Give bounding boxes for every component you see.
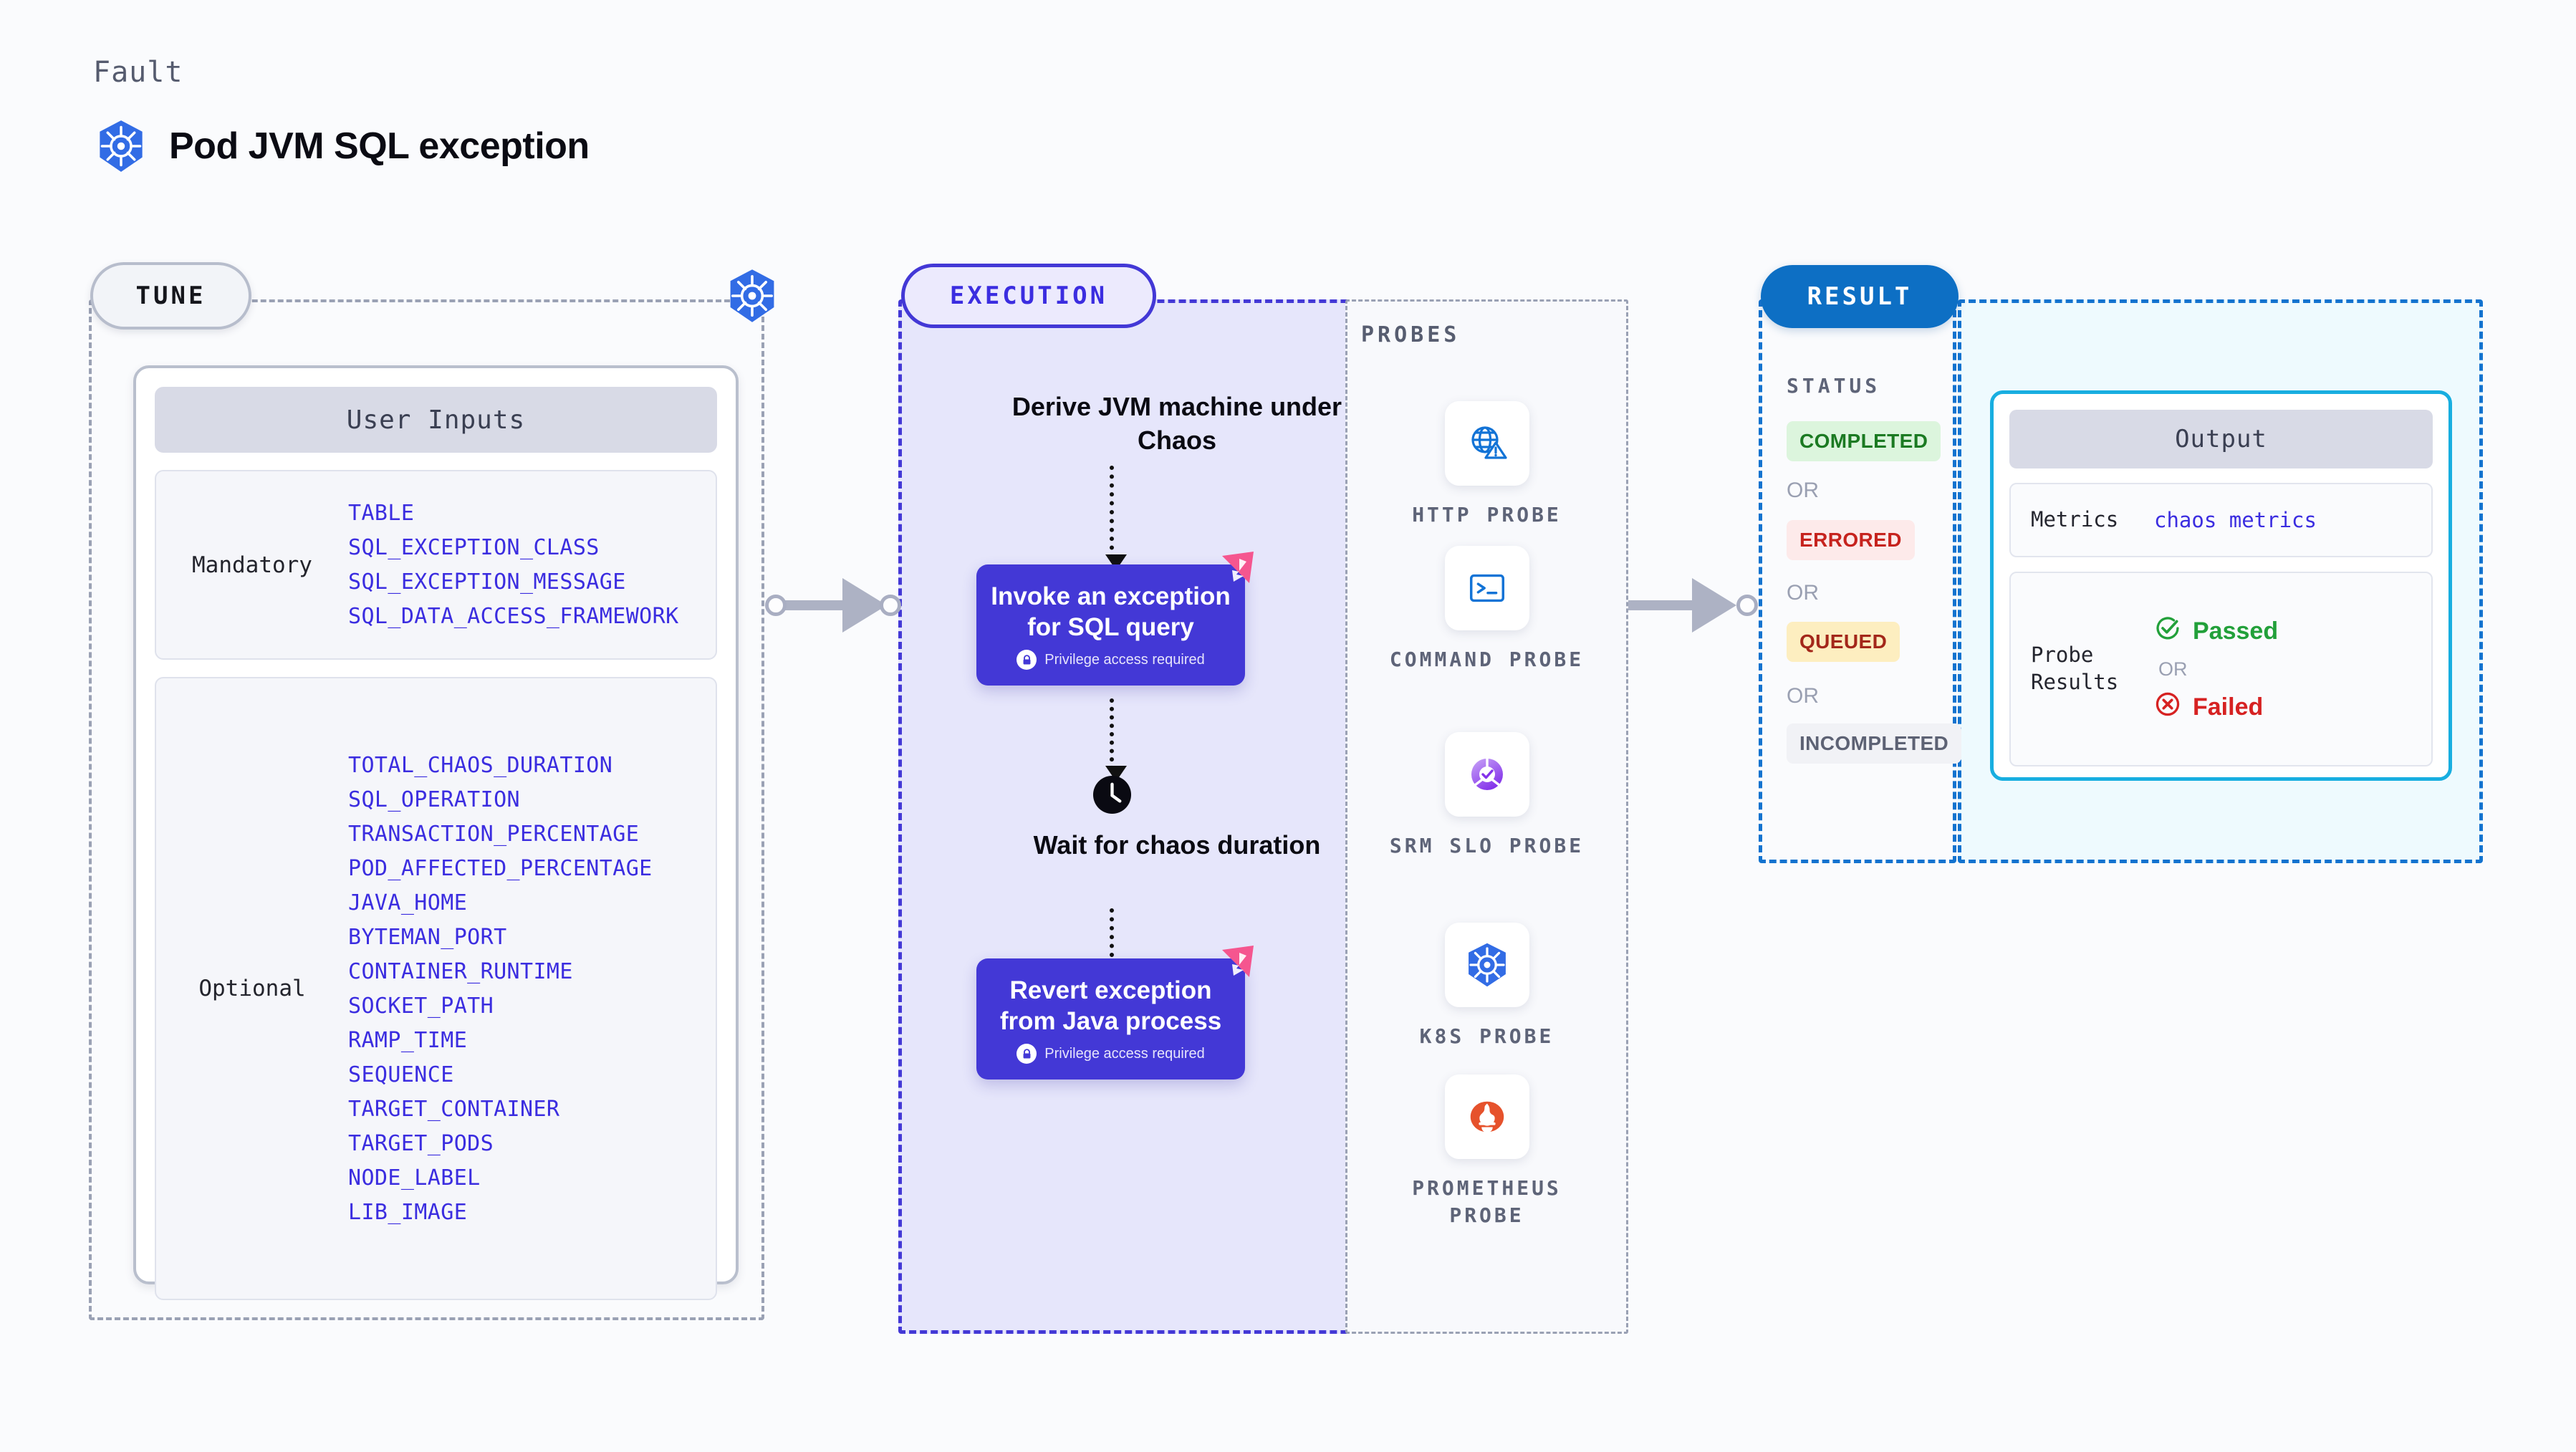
param-item[interactable]: TOTAL_CHAOS_DURATION: [348, 752, 613, 778]
user-inputs-title: User Inputs: [155, 387, 717, 453]
page-title: Pod JVM SQL exception: [169, 125, 590, 167]
connector-dot-right: [880, 595, 901, 616]
connector-tune-to-execution: [765, 578, 901, 633]
execution-node-revert-exception[interactable]: Revert exception from Java process Privi…: [976, 946, 1254, 1080]
lock-icon: [1017, 650, 1037, 670]
status-badge-completed: COMPLETED: [1787, 421, 1941, 461]
param-item[interactable]: TARGET_PODS: [348, 1130, 494, 1156]
probe-result-passed: Passed: [2154, 615, 2278, 648]
probe-item-k8s[interactable]: K8S PROBE: [1345, 923, 1628, 1050]
terminal-icon: [1444, 546, 1529, 630]
param-item[interactable]: TABLE: [348, 501, 415, 526]
node-subtitle: Privilege access required: [1017, 650, 1205, 670]
connector-arrowhead: [842, 578, 887, 633]
execution-step-1-label: Derive JVM machine under Chaos: [1011, 392, 1342, 455]
execution-pill-label: EXECUTION: [901, 264, 1156, 328]
param-item[interactable]: SQL_EXCEPTION_CLASS: [348, 535, 600, 560]
litmus-logo-icon: [1218, 943, 1258, 983]
param-item[interactable]: NODE_LABEL: [348, 1165, 481, 1191]
lock-icon: [1017, 1044, 1037, 1064]
metrics-value[interactable]: chaos metrics: [2154, 508, 2317, 532]
kubernetes-icon: [724, 267, 781, 324]
probe-item-srm-slo[interactable]: SRM SLO PROBE: [1345, 732, 1628, 860]
node-subtitle-text: Privilege access required: [1044, 651, 1205, 668]
probe-item-http[interactable]: HTTP PROBE: [1345, 401, 1628, 529]
connector-dot-left: [765, 595, 787, 616]
probe-label: COMMAND PROBE: [1389, 648, 1585, 671]
output-card: Output Metrics chaos metrics Probe Resul…: [1990, 390, 2452, 781]
mandatory-param-list: TABLE SQL_EXCEPTION_CLASS SQL_EXCEPTION_…: [348, 501, 679, 629]
user-inputs-card: User Inputs Mandatory TABLE SQL_EXCEPTIO…: [133, 365, 739, 1300]
optional-param-group: Optional TOTAL_CHAOS_DURATION SQL_OPERAT…: [155, 677, 717, 1300]
connector-bar: [1610, 600, 1718, 610]
param-item[interactable]: CONTAINER_RUNTIME: [348, 958, 573, 984]
node-subtitle: Privilege access required: [1017, 1044, 1205, 1064]
probe-results-row: Probe Results Passed OR: [2009, 572, 2433, 766]
result-pill-label: RESULT: [1761, 265, 1959, 328]
param-item[interactable]: POD_AFFECTED_PERCENTAGE: [348, 855, 653, 881]
param-item[interactable]: SQL_EXCEPTION_MESSAGE: [348, 569, 626, 595]
tune-pill-label: TUNE: [90, 262, 251, 330]
probe-label: PROMETHEUS PROBE: [1412, 1176, 1562, 1227]
status-badge-errored: ERRORED: [1787, 520, 1915, 560]
mandatory-param-group: Mandatory TABLE SQL_EXCEPTION_CLASS SQL_…: [155, 470, 717, 660]
flow-arrow: [1105, 466, 1127, 570]
param-item[interactable]: BYTEMAN_PORT: [348, 924, 507, 950]
node-title: Revert exception from Java process: [999, 976, 1222, 1035]
probe-item-command[interactable]: COMMAND PROBE: [1345, 546, 1628, 673]
clock-icon: [1092, 775, 1132, 814]
param-item[interactable]: RAMP_TIME: [348, 1027, 468, 1053]
param-item[interactable]: JAVA_HOME: [348, 890, 468, 915]
status-badge-queued: QUEUED: [1787, 622, 1900, 662]
mandatory-label: Mandatory: [192, 552, 312, 578]
globe-warning-icon: [1444, 401, 1529, 486]
kubernetes-icon: [1444, 923, 1529, 1007]
optional-label: Optional: [198, 976, 306, 1001]
srm-slo-icon: [1444, 732, 1529, 817]
param-item[interactable]: LIB_IMAGE: [348, 1199, 468, 1225]
passed-label: Passed: [2193, 617, 2279, 645]
connector-arrowhead: [1692, 578, 1736, 633]
probe-label: K8S PROBE: [1419, 1024, 1554, 1048]
param-item[interactable]: SOCKET_PATH: [348, 993, 494, 1019]
node-title: Invoke an exception for SQL query: [991, 582, 1231, 641]
param-item[interactable]: SQL_DATA_ACCESS_FRAMEWORK: [348, 604, 679, 629]
or-separator: OR: [2158, 658, 2188, 680]
param-item[interactable]: SQL_OPERATION: [348, 787, 520, 812]
metrics-label: Metrics: [2031, 507, 2119, 532]
execution-step-3-label: Wait for chaos duration: [1033, 830, 1321, 860]
probe-result-failed: Failed: [2154, 691, 2278, 724]
result-status-area: [1759, 299, 1956, 863]
status-label: STATUS: [1787, 374, 1881, 398]
optional-param-list: TOTAL_CHAOS_DURATION SQL_OPERATION TRANS…: [348, 753, 653, 1225]
or-separator: OR: [1787, 581, 1819, 605]
connector-dot-right: [1736, 595, 1758, 616]
kubernetes-icon: [93, 118, 149, 174]
failed-label: Failed: [2193, 693, 2264, 721]
param-item[interactable]: TRANSACTION_PERCENTAGE: [348, 821, 640, 847]
status-badge-incompleted: INCOMPLETED: [1787, 723, 1962, 764]
node-subtitle-text: Privilege access required: [1044, 1045, 1205, 1062]
output-title: Output: [2009, 410, 2433, 468]
fault-kicker: Fault: [93, 56, 183, 89]
prometheus-icon: [1444, 1074, 1529, 1159]
x-circle-icon: [2154, 691, 2181, 724]
probe-item-prometheus[interactable]: PROMETHEUS PROBE: [1345, 1074, 1628, 1229]
probe-label: HTTP PROBE: [1412, 503, 1562, 527]
or-separator: OR: [1787, 479, 1819, 502]
probe-label: SRM SLO PROBE: [1389, 834, 1585, 857]
check-circle-icon: [2154, 615, 2181, 648]
tune-section: [89, 299, 764, 1320]
param-item[interactable]: SEQUENCE: [348, 1062, 454, 1087]
or-separator: OR: [1787, 684, 1819, 708]
litmus-logo-icon: [1218, 549, 1258, 589]
execution-node-invoke-exception[interactable]: Invoke an exception for SQL query Privil…: [976, 552, 1254, 686]
param-item[interactable]: TARGET_CONTAINER: [348, 1096, 560, 1122]
metrics-row: Metrics chaos metrics: [2009, 483, 2433, 557]
flow-arrow: [1105, 698, 1127, 782]
probe-results-label: Probe Results: [2031, 643, 2119, 694]
probes-label: PROBES: [1361, 322, 1461, 347]
page-title-row: Pod JVM SQL exception: [93, 118, 590, 174]
